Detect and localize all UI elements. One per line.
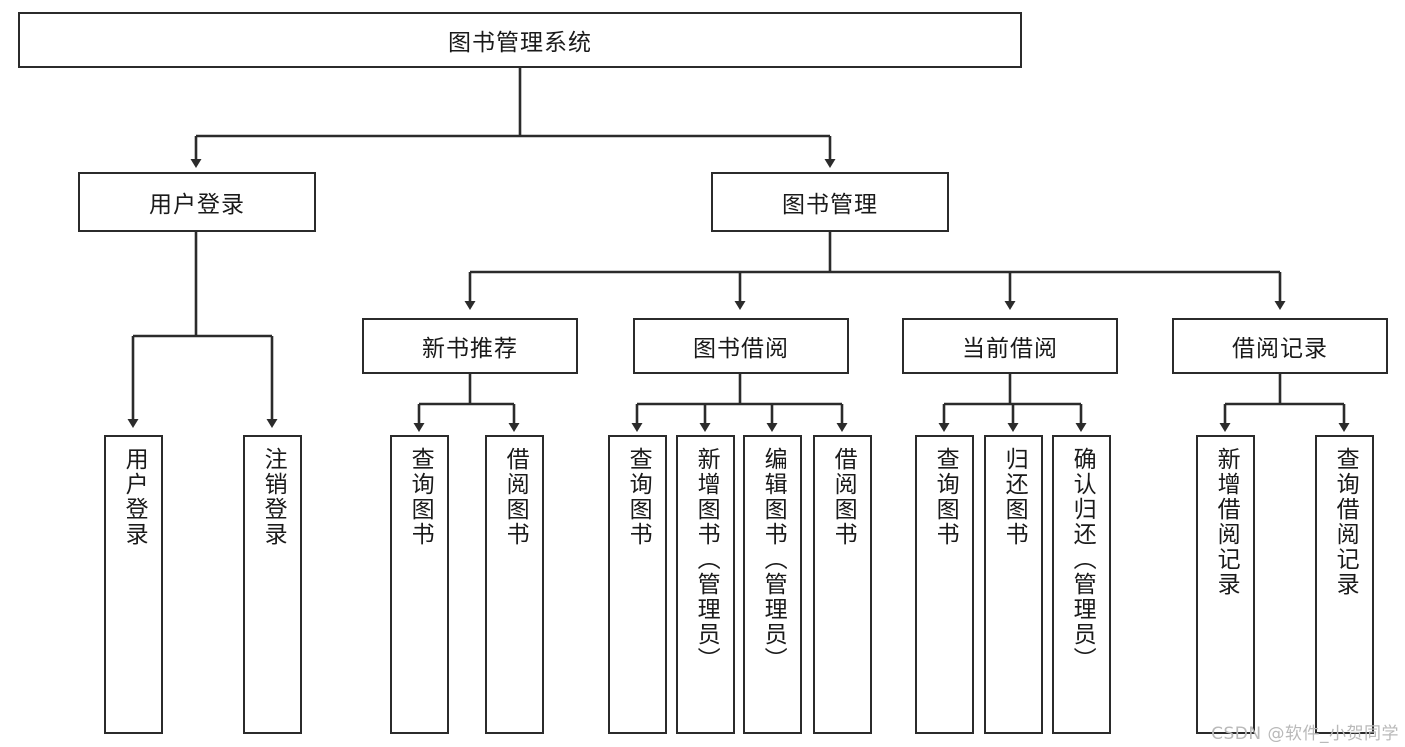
node-leaf-query-book-1-label: 查询图书 (407, 447, 434, 547)
node-new-book-recommend[interactable]: 新书推荐 (362, 318, 578, 374)
node-leaf-borrow-book-1[interactable]: 借阅图书 (485, 435, 544, 734)
node-leaf-add-book-label: 新增图书（管理员） (693, 447, 720, 672)
node-leaf-user-login-label: 用户登录 (121, 447, 148, 547)
node-new-book-recommend-label: 新书推荐 (422, 336, 518, 362)
node-user-login[interactable]: 用户登录 (78, 172, 316, 232)
node-leaf-query-book-3-label: 查询图书 (932, 447, 959, 547)
node-current-borrow[interactable]: 当前借阅 (902, 318, 1118, 374)
node-book-borrow[interactable]: 图书借阅 (633, 318, 849, 374)
node-leaf-query-book-1[interactable]: 查询图书 (390, 435, 449, 734)
node-leaf-query-book-2[interactable]: 查询图书 (608, 435, 667, 734)
node-leaf-query-record[interactable]: 查询借阅记录 (1315, 435, 1374, 734)
node-leaf-confirm-return-label: 确认归还（管理员） (1069, 447, 1096, 672)
node-leaf-confirm-return[interactable]: 确认归还（管理员） (1052, 435, 1111, 734)
watermark-text: CSDN @软件_小贺同学 (1211, 724, 1399, 744)
node-leaf-edit-book[interactable]: 编辑图书（管理员） (743, 435, 802, 734)
node-root-label: 图书管理系统 (448, 30, 592, 56)
node-leaf-logout[interactable]: 注销登录 (243, 435, 302, 734)
node-book-management[interactable]: 图书管理 (711, 172, 949, 232)
node-root[interactable]: 图书管理系统 (18, 12, 1022, 68)
node-leaf-return-book-label: 归还图书 (1001, 447, 1028, 547)
node-leaf-query-book-3[interactable]: 查询图书 (915, 435, 974, 734)
node-borrow-record-label: 借阅记录 (1232, 336, 1328, 362)
node-leaf-add-book[interactable]: 新增图书（管理员） (676, 435, 735, 734)
node-leaf-query-record-label: 查询借阅记录 (1332, 447, 1359, 597)
node-book-management-label: 图书管理 (782, 192, 878, 218)
node-leaf-query-book-2-label: 查询图书 (625, 447, 652, 547)
node-leaf-return-book[interactable]: 归还图书 (984, 435, 1043, 734)
node-leaf-borrow-book-1-label: 借阅图书 (502, 447, 529, 547)
node-leaf-borrow-book-2-label: 借阅图书 (830, 447, 857, 547)
node-borrow-record[interactable]: 借阅记录 (1172, 318, 1388, 374)
node-leaf-logout-label: 注销登录 (260, 447, 287, 547)
node-leaf-borrow-book-2[interactable]: 借阅图书 (813, 435, 872, 734)
node-leaf-add-record-label: 新增借阅记录 (1213, 447, 1240, 597)
node-leaf-user-login[interactable]: 用户登录 (104, 435, 163, 734)
node-user-login-label: 用户登录 (149, 192, 245, 218)
node-leaf-add-record[interactable]: 新增借阅记录 (1196, 435, 1255, 734)
node-leaf-edit-book-label: 编辑图书（管理员） (760, 447, 787, 672)
node-current-borrow-label: 当前借阅 (962, 336, 1058, 362)
node-book-borrow-label: 图书借阅 (693, 336, 789, 362)
